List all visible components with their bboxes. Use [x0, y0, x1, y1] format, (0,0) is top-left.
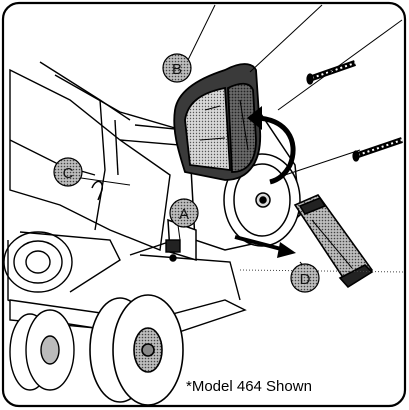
hopper-cover — [173, 63, 262, 181]
svg-text:C: C — [63, 165, 74, 182]
ground-line — [239, 269, 406, 273]
model-caption: *Model 464 Shown — [186, 378, 312, 395]
belt-pulley — [3, 231, 121, 311]
wheel-far — [9, 309, 75, 391]
bolt-lower — [352, 137, 403, 162]
bolt-upper — [306, 60, 356, 85]
wheel-left — [89, 294, 184, 406]
leader-lines — [80, 4, 403, 269]
svg-text:D: D — [300, 271, 311, 288]
rotate-arrow — [247, 106, 296, 185]
deflector-part — [293, 194, 374, 289]
callout-d: D — [290, 263, 320, 293]
callout-b: B — [162, 53, 192, 83]
callout-c: C — [53, 157, 83, 187]
latch-pin — [165, 239, 181, 262]
direction-arrow — [234, 235, 296, 258]
hitch-pin — [91, 180, 104, 201]
svg-text:B: B — [172, 61, 182, 78]
callout-a: A — [169, 198, 199, 228]
svg-text:A: A — [179, 206, 189, 223]
